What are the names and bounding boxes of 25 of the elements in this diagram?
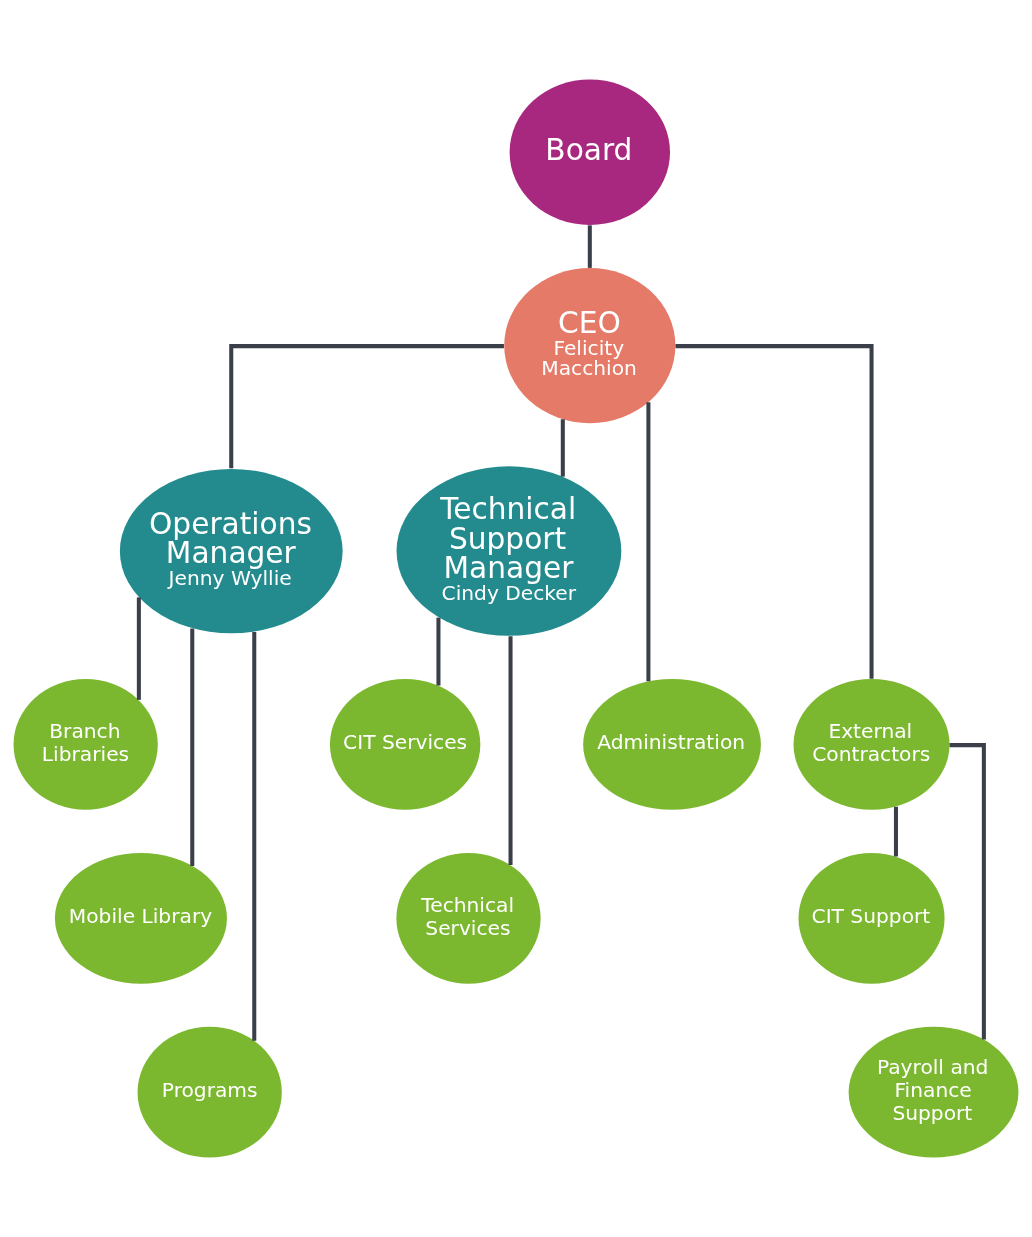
connector [190,628,195,866]
connector [136,597,141,700]
node-ellipse: External Contractors [793,679,950,810]
node-ellipse: Operations Manager Jenny Wyllie [119,468,343,634]
node-circle: Programs [137,1026,282,1158]
connector [675,344,874,679]
connector [252,632,257,1041]
connector [508,636,513,865]
node-ellipse: Technical Support Manager Cindy Decker [396,466,622,636]
connector [949,743,986,1040]
connector [436,617,441,686]
connector [229,344,504,469]
node-ellipse: Administration [583,679,761,810]
connector [587,225,592,268]
node-ellipse: CIT Services [329,679,481,810]
node-ellipse: Mobile Library [54,852,227,984]
node-circle: Technical Services [396,852,541,984]
connector [560,419,565,477]
connector [646,402,651,682]
connector [893,806,898,857]
node-circle: CEO Felicity Macchion [504,268,676,424]
node-ellipse: CIT Support [798,852,945,984]
node-circle: Branch Libraries [13,679,158,810]
node-circle: Board [509,79,670,225]
node-ellipse: Payroll and Finance Support [848,1026,1019,1158]
